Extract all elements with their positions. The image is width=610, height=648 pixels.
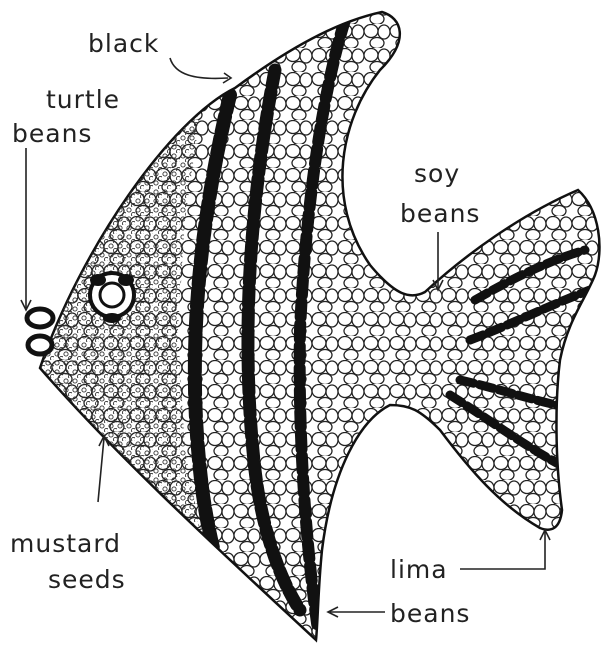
fish-mouth: [27, 309, 53, 354]
svg-text:lima: lima: [390, 555, 448, 584]
svg-text:black: black: [88, 29, 159, 58]
svg-text:soy: soy: [414, 159, 460, 188]
svg-text:beans: beans: [12, 119, 92, 148]
arrow-mustard: [98, 438, 104, 502]
label-mustard-seeds: mustard seeds: [10, 529, 126, 594]
label-soy-beans: soy beans: [400, 159, 480, 228]
svg-text:turtle: turtle: [46, 85, 120, 114]
label-lima-beans: lima beans: [390, 555, 470, 628]
svg-text:mustard: mustard: [10, 529, 121, 558]
arrow-black-turtle: [170, 58, 228, 78]
arrow-lima: [460, 532, 545, 569]
svg-text:beans: beans: [400, 199, 480, 228]
label-black-turtle-beans: black turtle beans: [12, 29, 159, 148]
svg-text:beans: beans: [390, 599, 470, 628]
svg-text:seeds: seeds: [48, 565, 126, 594]
